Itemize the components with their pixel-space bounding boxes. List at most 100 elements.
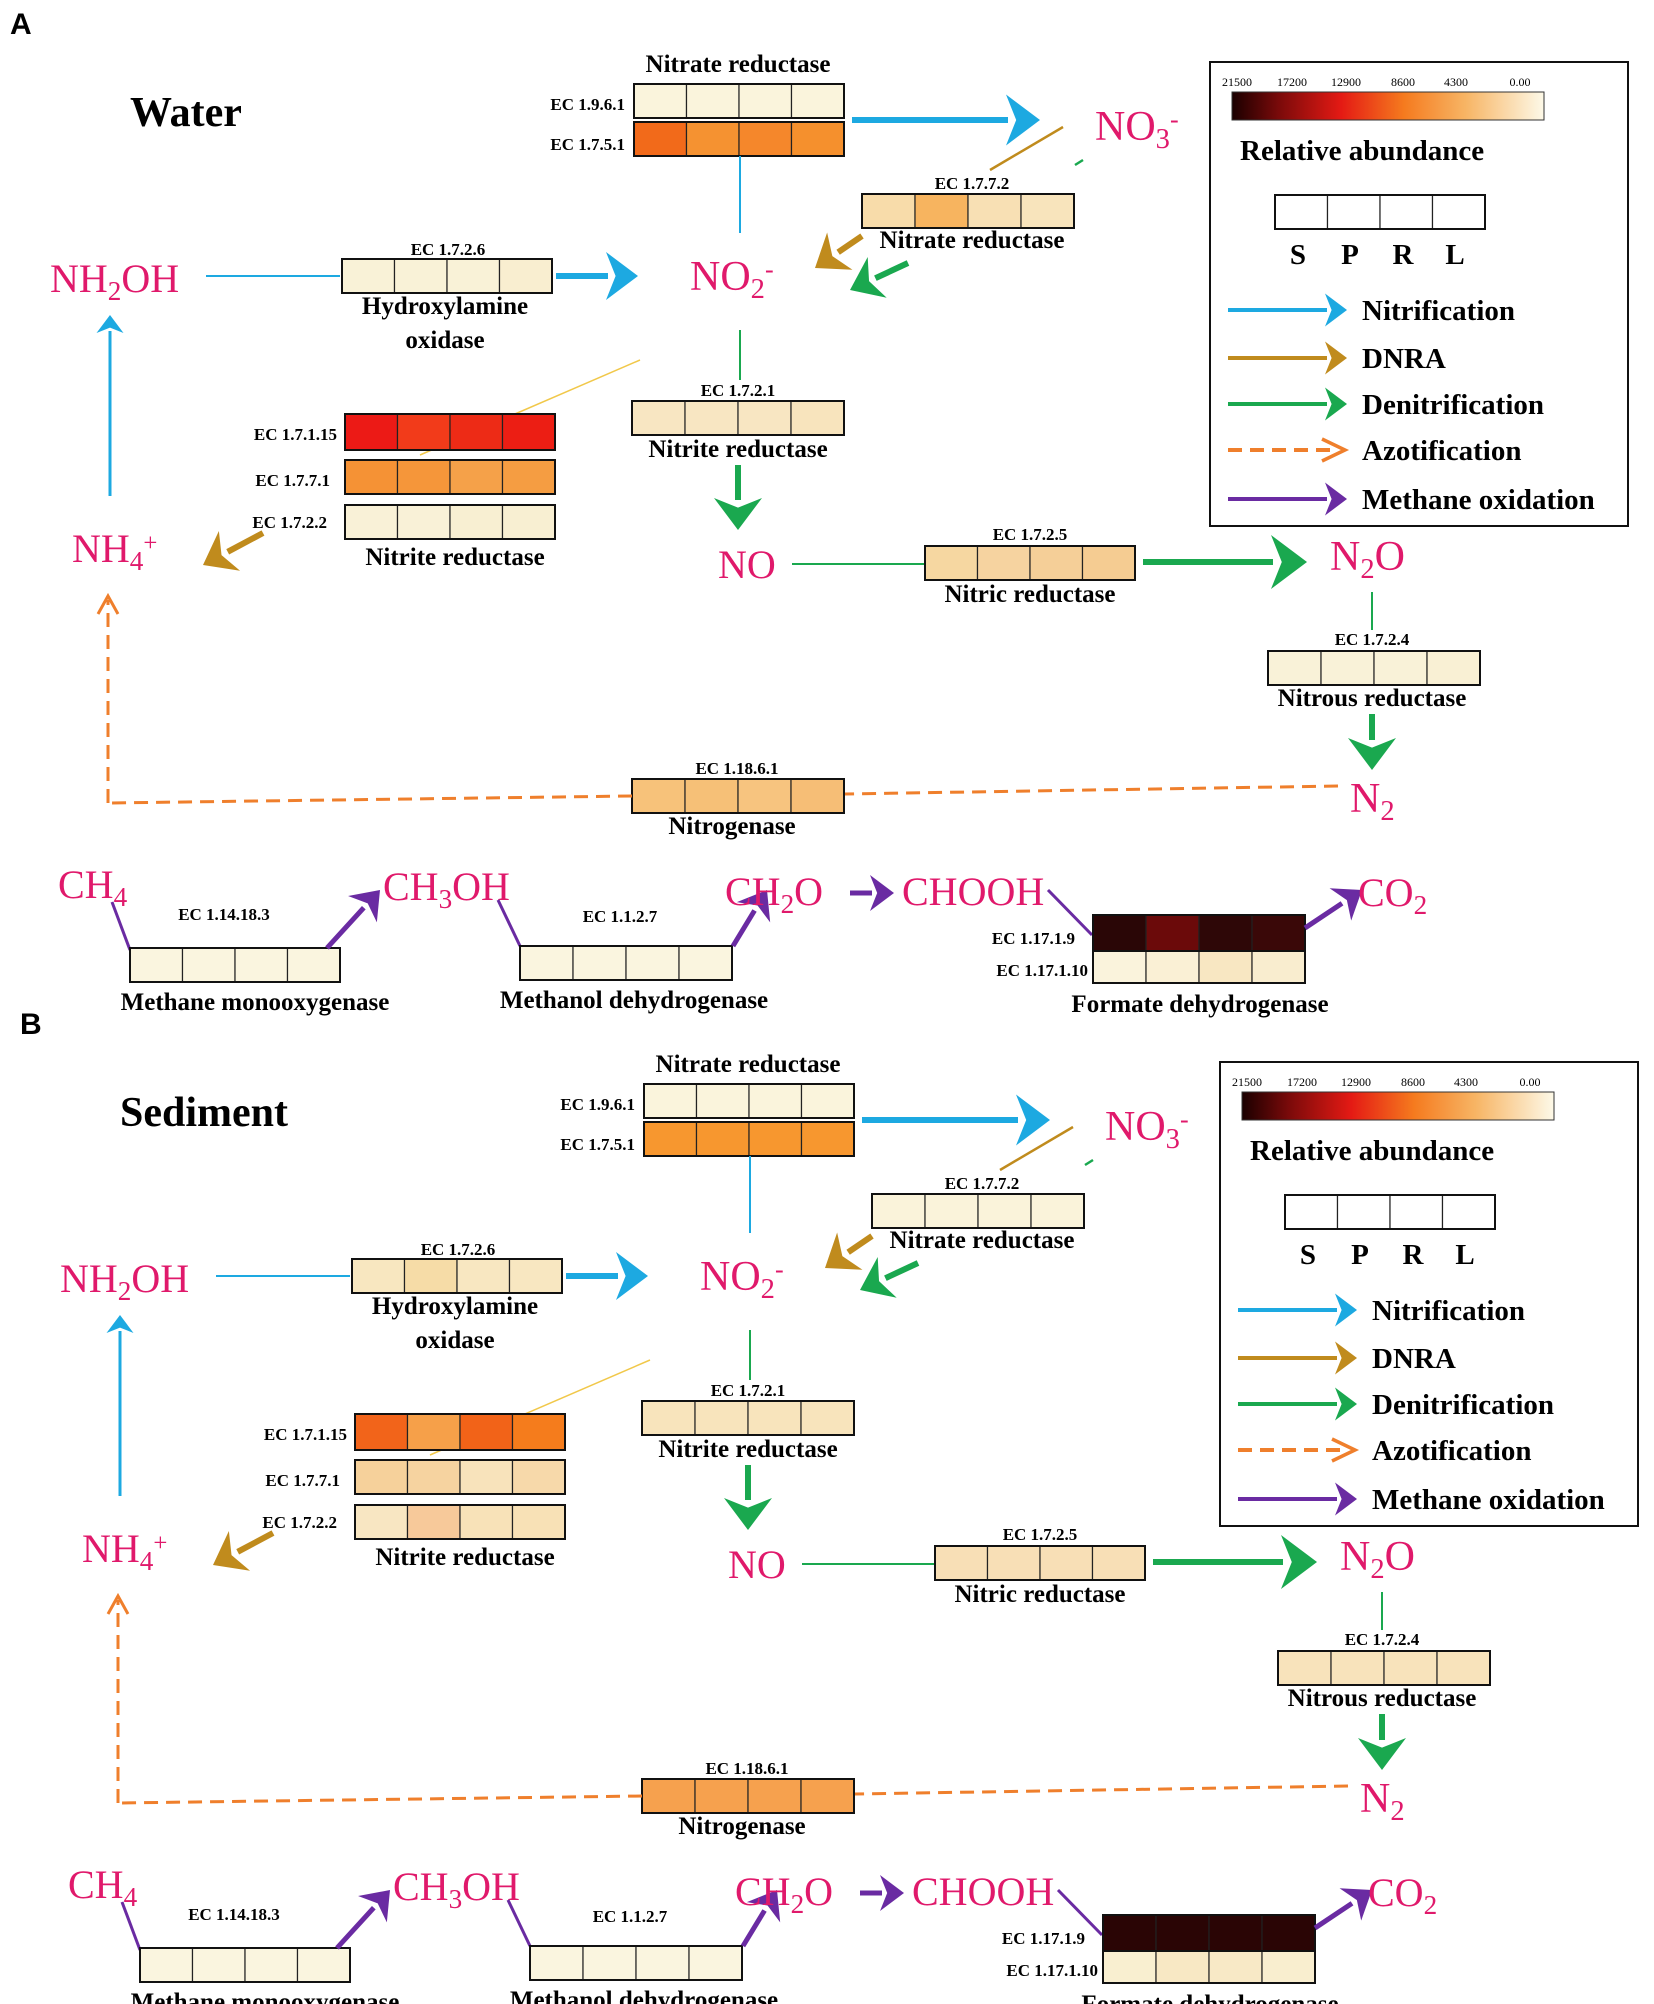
- heatmap-frame: [341, 258, 553, 294]
- label-nitric-reductase: Nitric reductase: [944, 581, 1115, 608]
- heatmap-ec-1-14-18-3: [139, 1947, 351, 1983]
- heatmap-cell: [406, 1413, 461, 1451]
- heatmap-cell: [1441, 1194, 1496, 1230]
- methane-arrow-to-ch2o: [730, 890, 771, 948]
- heatmap-cell: [684, 778, 739, 814]
- arrow-head: [1335, 1387, 1357, 1421]
- heatmap-cell: [790, 83, 845, 119]
- legend-item: Nitrification: [1238, 1293, 1525, 1327]
- colorbar-tick-label: 21500: [1232, 1075, 1262, 1089]
- heatmap-cell: [296, 1947, 351, 1983]
- heatmap-cell: [498, 258, 553, 294]
- azotification-line: [107, 794, 633, 805]
- arrow-shaft: [884, 1260, 920, 1281]
- heatmap-cell: [800, 1778, 855, 1814]
- heatmap-cell: [1145, 950, 1200, 984]
- arrow-head: [870, 875, 894, 911]
- heatmap-cell: [800, 1121, 855, 1157]
- heatmap-cell: [934, 1545, 989, 1581]
- ec-1-14-18-3: EC 1.14.18.3: [178, 905, 270, 924]
- arrow-head: [1325, 482, 1347, 516]
- chem-ch3oh: CH3OH: [393, 1864, 520, 1914]
- ec-1-7-2-6: EC 1.7.2.6: [421, 1240, 496, 1259]
- heatmap-ec-1-1-2-7: [529, 1945, 743, 1981]
- heatmap-frame: [1092, 950, 1306, 984]
- dnra-arrow-to-no2: [815, 232, 864, 270]
- ec-1-7-7-2: EC 1.7.7.2: [945, 1174, 1020, 1193]
- heatmap-cell: [406, 1459, 461, 1495]
- heatmap-cell: [737, 400, 792, 436]
- heatmap-ec-1-17-1-10: [1102, 1950, 1316, 1984]
- denitrification-arrow-to-no2: [850, 256, 910, 298]
- arrow-shaft: [846, 1233, 874, 1255]
- heatmap-cell: [449, 459, 504, 495]
- heatmap-cell: [529, 1945, 584, 1981]
- heatmap-frame: [934, 1545, 1146, 1581]
- heatmap-cell: [1102, 1914, 1157, 1952]
- denitrification-line: [1084, 1158, 1094, 1167]
- methane-arrow-to-ch3oh: [335, 1890, 390, 1950]
- colorbar-tick-label: 21500: [1222, 75, 1252, 89]
- heatmap-cell: [1198, 914, 1253, 952]
- legend-swatch: [1238, 1482, 1357, 1516]
- heatmap-cell: [641, 1778, 696, 1814]
- arrow-head: [213, 1531, 251, 1571]
- heatmap-cell: [625, 945, 680, 981]
- heatmap-ec-1-7-2-6: [341, 258, 553, 294]
- arrow-head: [736, 890, 771, 923]
- legend-label: Methane oxidation: [1362, 484, 1595, 516]
- legend-item: Methane oxidation: [1238, 1482, 1605, 1516]
- heatmap-cell: [633, 83, 688, 119]
- heatmap-cell: [1379, 194, 1434, 230]
- dnra-arrow-to-no2: [825, 1232, 874, 1270]
- heatmap-cell: [737, 778, 792, 814]
- legend-label: Nitrification: [1362, 295, 1515, 327]
- legend-swatch: [1228, 341, 1347, 375]
- arrow-head: [1325, 293, 1347, 327]
- heatmap-cell: [511, 1504, 566, 1540]
- arrow-head: [850, 256, 887, 298]
- heatmap-frame: [354, 1459, 566, 1495]
- label-nitrite-reductase: Nitrite reductase: [648, 436, 827, 463]
- heatmap-cell: [986, 1545, 1041, 1581]
- heatmap-cell: [1102, 1950, 1157, 1984]
- ec-1-17-1-10: EC 1.17.1.10: [996, 961, 1088, 980]
- ec-1-7-2-5: EC 1.7.2.5: [993, 525, 1068, 544]
- arrow-head: [1325, 387, 1347, 421]
- ec-1-7-1-15: EC 1.7.1.15: [264, 1425, 347, 1444]
- arrow-shaft: [730, 909, 757, 948]
- colorbar: [1241, 1091, 1555, 1121]
- label-methanol-dehydrogenase: Methanol dehydrogenase: [510, 1987, 778, 2004]
- methane-line: [1056, 1888, 1104, 1937]
- heatmap-cell: [1092, 914, 1147, 952]
- dnra-arrow-to-nh4: [213, 1530, 275, 1571]
- arrow-head: [1358, 1738, 1406, 1770]
- heatmap-cell: [446, 258, 501, 294]
- denitrification-arrow-to-n2: [1348, 714, 1396, 770]
- dnra-arrow-to-nh4: [203, 530, 265, 571]
- heatmap-cell: [695, 1083, 750, 1119]
- arrow-shaft: [874, 260, 910, 281]
- heatmap-cell: [459, 1413, 514, 1451]
- heatmap-cell: [344, 504, 399, 540]
- heatmap-cell: [738, 121, 793, 157]
- legend-item: DNRA: [1228, 341, 1446, 375]
- heatmap-cell: [861, 193, 916, 229]
- label-hydroxylamine: Hydroxylamine: [372, 1293, 538, 1320]
- heatmap-cell: [501, 459, 556, 495]
- legend-label: Methane oxidation: [1372, 1484, 1605, 1516]
- label-nitrogenase: Nitrogenase: [678, 1813, 805, 1840]
- heatmap-cell: [1020, 193, 1075, 229]
- heatmap-cell: [501, 413, 556, 451]
- chem-nh2oh: NH2OH: [50, 256, 179, 306]
- heatmap-ec-1-7-2-1: [641, 1400, 855, 1436]
- label-methane-monooxygenase: Methane monooxygenase: [121, 989, 390, 1016]
- heatmap-cell: [449, 413, 504, 451]
- colorbar-tick-label: 0.00: [1510, 75, 1531, 89]
- label-methanol-dehydrogenase: Methanol dehydrogenase: [500, 987, 768, 1014]
- heatmap-cell: [1426, 650, 1481, 686]
- arrow-shaft: [325, 906, 366, 950]
- methane-arrow-to-chooh: [860, 1875, 904, 1911]
